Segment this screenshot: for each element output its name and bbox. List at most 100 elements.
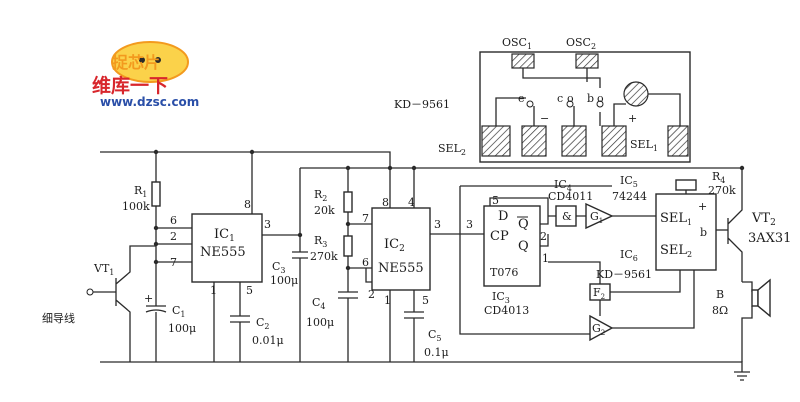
ic2-pin5: 5 bbox=[422, 294, 429, 307]
sel1-top-label: SEL1 bbox=[630, 138, 658, 153]
speaker-icon bbox=[751, 289, 759, 307]
r1-resistor bbox=[151, 181, 161, 207]
input-wire-label: 细导线 bbox=[42, 311, 75, 325]
c4-value: 100μ bbox=[306, 316, 334, 329]
ic3-d: D bbox=[498, 209, 508, 224]
ic6-name: KD－9561 bbox=[596, 268, 652, 281]
ic3-inner: T076 bbox=[490, 266, 518, 279]
pad-3 bbox=[561, 125, 587, 157]
sel2-pad bbox=[481, 125, 511, 157]
ic3-chip bbox=[483, 205, 541, 287]
c4-capacitor bbox=[338, 291, 358, 299]
ic6-b-pin: b bbox=[700, 226, 707, 239]
kd9561-chip bbox=[623, 81, 649, 107]
ic4-name: CD4011 bbox=[548, 190, 593, 203]
r3-value: 270k bbox=[310, 250, 338, 263]
osc1-label: OSC1 bbox=[502, 36, 532, 51]
watermark-cn-main: 维库一下 bbox=[92, 74, 168, 97]
ic3-qbar: Q bbox=[518, 217, 529, 232]
ic2-pin1: 1 bbox=[384, 294, 391, 307]
ic5-label: IC5 bbox=[620, 174, 638, 189]
ic3-label: IC3 bbox=[492, 290, 510, 305]
g1-buffer bbox=[585, 202, 614, 230]
pad-2 bbox=[521, 125, 547, 157]
input-terminal[interactable] bbox=[86, 288, 94, 296]
ic4-gate-mark: & bbox=[562, 210, 572, 223]
c3-capacitor bbox=[292, 235, 308, 362]
r1-label: R1 bbox=[134, 184, 147, 199]
r1-value: 100k bbox=[122, 200, 150, 213]
c2-capacitor bbox=[230, 315, 250, 323]
ic3-name: CD4013 bbox=[484, 304, 529, 317]
r4-label: R4 bbox=[712, 170, 725, 185]
vt1-transistor bbox=[115, 245, 156, 362]
pin-e-label: e bbox=[518, 92, 525, 105]
r3-resistor bbox=[343, 235, 353, 257]
ic1-pin6: 6 bbox=[170, 214, 177, 227]
ic2-section: C3 100μ R2 20k R3 270k C4 100μ IC2 NE555… bbox=[262, 165, 460, 362]
ic4-label: IC4 bbox=[554, 178, 572, 193]
vt2-transistor bbox=[727, 192, 743, 282]
sel2-label: SEL2 bbox=[660, 243, 692, 259]
c1-plus: + bbox=[144, 292, 153, 305]
ic1-pin5: 5 bbox=[246, 284, 253, 297]
ic3-cp: CP bbox=[490, 229, 509, 244]
vt1-label: VT1 bbox=[93, 262, 114, 277]
ic1-pin3: 3 bbox=[264, 218, 271, 231]
ic1-section: R1 100k IC1 NE555 6 2 7 8 3 1 5 C2 0.01μ… bbox=[42, 149, 284, 362]
watermark-logo: 捉芯片 维库一下 www.dzsc.com bbox=[92, 41, 199, 109]
ic3-q: Q bbox=[518, 239, 529, 254]
pin-c-label: c bbox=[557, 92, 563, 105]
c4-label: C4 bbox=[312, 296, 326, 311]
ic2-pin8: 8 bbox=[382, 196, 389, 209]
ic2-name: NE555 bbox=[378, 261, 424, 276]
vcc-rail-left bbox=[100, 151, 391, 168]
g2-buffer bbox=[589, 314, 614, 342]
pad-5 bbox=[667, 125, 689, 157]
watermark-cn-top: 捉芯片 bbox=[112, 53, 160, 72]
ground-rail bbox=[100, 361, 743, 372]
c1-value: 100μ bbox=[168, 322, 196, 335]
mascot-icon bbox=[111, 41, 189, 83]
kd9561-inset: KD－9561 OSC1 OSC2 e c o b o − + SEL2 bbox=[394, 36, 691, 163]
ic6-plus: + bbox=[698, 200, 707, 213]
battery-icon bbox=[675, 179, 697, 191]
ic2-pin3: 3 bbox=[434, 218, 441, 231]
ic1-pin2: 2 bbox=[170, 230, 177, 243]
osc1-pad bbox=[511, 53, 535, 69]
ground-icon bbox=[734, 371, 750, 381]
ic5-name: 74244 bbox=[612, 190, 647, 203]
c1-label: C1 bbox=[172, 304, 186, 319]
c3-value: 100μ bbox=[270, 274, 298, 287]
ic2-pin2: 2 bbox=[368, 288, 375, 301]
ic3-pin5: 5 bbox=[492, 194, 499, 207]
logic-section: D CP Q Q T076 IC3 CD4013 5 3 2 1 & IC4 C… bbox=[459, 170, 736, 342]
r4-value: 270k bbox=[708, 184, 736, 197]
minus-label: − bbox=[540, 112, 549, 125]
g2-label: G2 bbox=[592, 322, 605, 337]
ic2-pin4: 4 bbox=[408, 196, 415, 209]
ic2-pin7: 7 bbox=[362, 212, 369, 225]
r2-resistor bbox=[343, 191, 353, 213]
ic2-chip bbox=[371, 207, 431, 291]
ic1-name: NE555 bbox=[200, 245, 246, 260]
sel2-top-label: SEL2 bbox=[438, 142, 466, 157]
r3-label: R3 bbox=[314, 234, 327, 249]
osc2-pad bbox=[575, 53, 599, 69]
ic6-chip bbox=[655, 193, 717, 271]
pin-o2-label: o bbox=[597, 92, 604, 105]
ic1-label: IC1 bbox=[214, 227, 235, 244]
ic1-chip bbox=[191, 213, 263, 283]
r2-label: R2 bbox=[314, 188, 327, 203]
pad-4 bbox=[601, 125, 627, 157]
osc2-label: OSC2 bbox=[566, 36, 596, 51]
watermark-url: www.dzsc.com bbox=[100, 95, 199, 109]
c2-label: C2 bbox=[256, 316, 270, 331]
ic6-label: IC6 bbox=[620, 248, 638, 263]
speaker-label: B bbox=[716, 288, 724, 301]
pin-b-label: b bbox=[587, 92, 594, 105]
sel1-label: SEL1 bbox=[660, 211, 692, 227]
pin-o-label: o bbox=[567, 92, 574, 105]
vt2-type: 3AX31 bbox=[748, 231, 791, 246]
